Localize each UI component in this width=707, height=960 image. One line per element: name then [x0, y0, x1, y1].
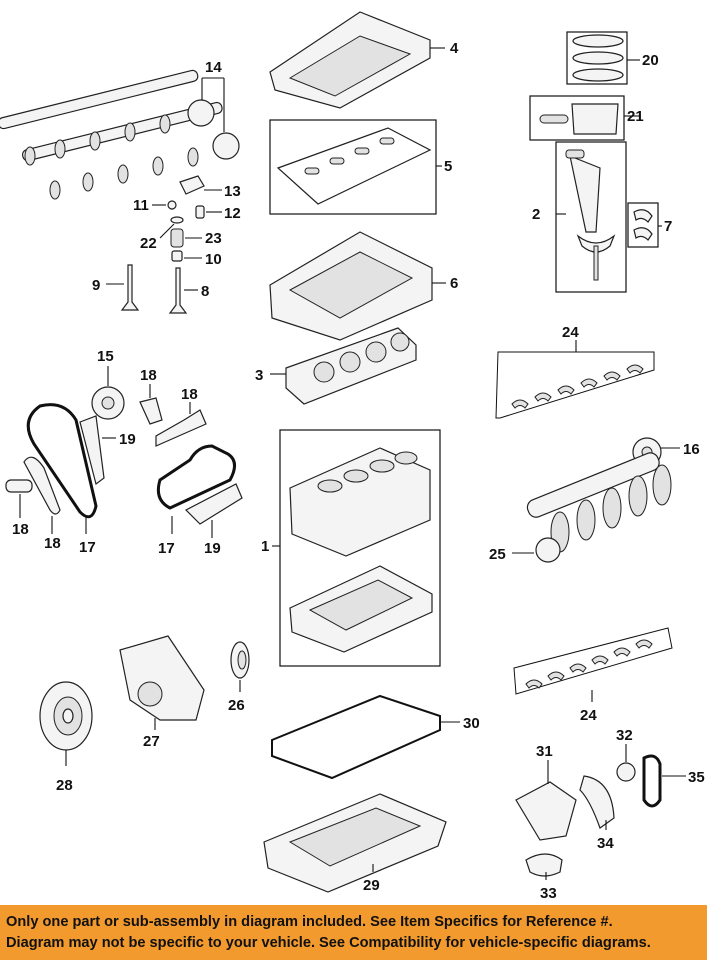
callout-7: 9	[92, 277, 100, 294]
callout-2: 6	[450, 275, 458, 292]
engine-block	[289, 447, 433, 653]
callout-27: 27	[143, 733, 160, 750]
callout-12: 12	[224, 205, 241, 222]
valve-cover	[269, 11, 431, 109]
callout-29: 29	[363, 877, 380, 894]
callout-14: 14	[205, 59, 222, 76]
callout-18-a: 18	[140, 367, 157, 384]
callout-19-a: 19	[119, 431, 136, 448]
callout-1: 1	[261, 538, 269, 555]
callout-15: 15	[97, 348, 114, 365]
callout-33: 33	[540, 885, 557, 902]
callout-4: 4	[450, 40, 459, 57]
engine-parts-diagram: 14 4 20 21 5 13 11 12 22 23 10	[0, 11, 705, 902]
callout-11: 11	[133, 197, 149, 214]
callout-13: 13	[224, 183, 241, 200]
callout-9: 23	[205, 230, 222, 247]
cylinder-head	[269, 231, 433, 341]
callout-24-upper: 24	[562, 324, 579, 341]
callout-5: 5	[444, 158, 452, 175]
callout-28: 28	[56, 777, 73, 794]
callout-21: 21	[627, 108, 644, 125]
piston	[529, 95, 625, 141]
callout-18-d: 18	[12, 521, 29, 538]
callout-35: 35	[688, 769, 705, 786]
crankshaft	[526, 452, 672, 563]
callout-24-lower: 24	[580, 707, 597, 724]
head-gasket	[285, 327, 417, 405]
callout-18-b: 18	[181, 386, 198, 403]
callout-10: 22	[140, 235, 157, 252]
disclaimer-line-2: Diagram may not be specific to your vehi…	[6, 935, 651, 951]
callout-32: 32	[616, 727, 633, 744]
callout-3: 3	[255, 367, 263, 384]
callout-30: 30	[463, 715, 480, 732]
callout-18-c: 18	[44, 535, 61, 552]
callout-22: 2	[532, 206, 540, 223]
callout-34: 34	[597, 835, 614, 852]
callout-20: 20	[642, 52, 659, 69]
callout-16: 16	[683, 441, 700, 458]
disclaimer-banner: Only one part or sub-assembly in diagram…	[0, 905, 707, 960]
callout-8: 10	[205, 251, 222, 268]
camshafts	[0, 69, 240, 200]
callout-23: 7	[664, 218, 672, 235]
callout-6: 8	[201, 283, 209, 300]
callout-19-b: 19	[204, 540, 221, 557]
callout-26: 26	[228, 697, 245, 714]
piston-rings	[566, 31, 628, 85]
callout-31: 31	[536, 743, 553, 760]
oil-pan	[263, 793, 447, 893]
disclaimer-line-1: Only one part or sub-assembly in diagram…	[6, 914, 613, 930]
callout-17-a: 17	[79, 539, 96, 556]
callout-25: 25	[489, 546, 506, 563]
callout-17-b: 17	[158, 540, 175, 557]
